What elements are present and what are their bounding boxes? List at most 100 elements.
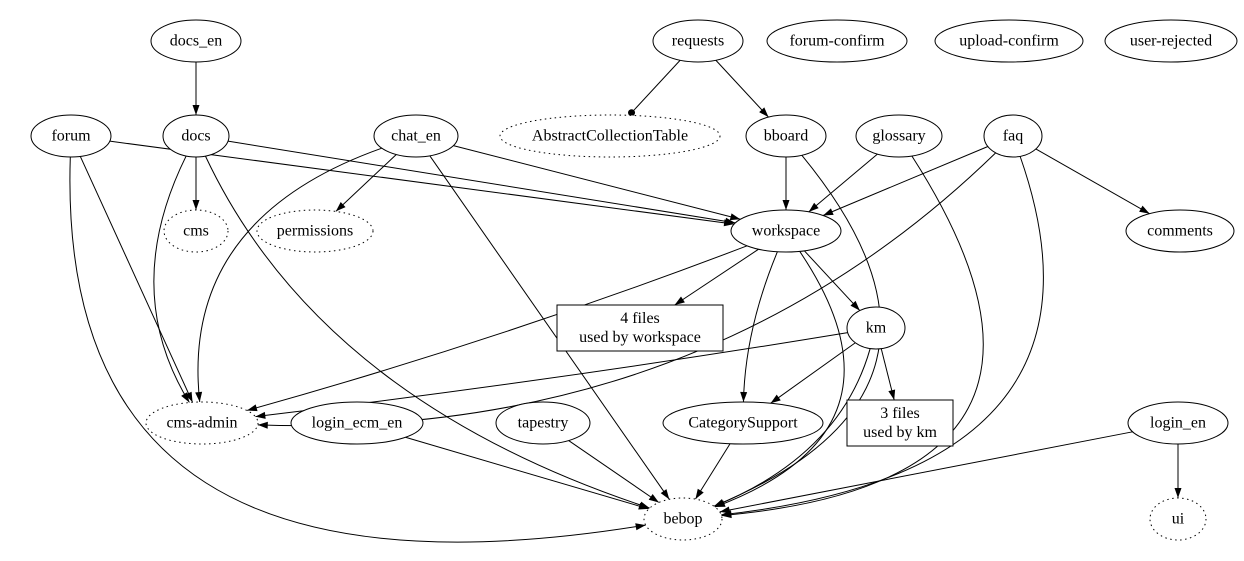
node-ellipse-docs_en: [150, 19, 242, 63]
edge-docs-bebop: [204, 155, 650, 509]
node-ellipse-docs: [162, 114, 230, 158]
node-faq: faq: [983, 114, 1043, 158]
node-label-forum: forum: [51, 128, 91, 145]
node-comments: comments: [1125, 209, 1235, 253]
node-ellipse-workspace: [730, 209, 842, 253]
node-requests: requests: [652, 19, 744, 63]
node-label-AbstractCollectionTable: AbstractCollectionTable: [532, 128, 688, 145]
node-ellipse-glossary: [855, 114, 943, 158]
edge-faq-workspace: [822, 146, 989, 216]
edge-bboard-bebop: [713, 154, 881, 507]
edge-login_ecm_en-bebop: [405, 436, 649, 510]
arrowhead: [719, 506, 731, 514]
edge-workspace-cms_admin: [246, 245, 748, 411]
arrowhead: [638, 502, 649, 510]
node-ellipse-forum_confirm: [766, 19, 908, 63]
edge-requests-bboard: [715, 59, 769, 118]
edge-km-CategorySupport: [770, 342, 856, 404]
arrowhead: [695, 488, 704, 500]
node-label-files_workspace-line0: 4 files: [620, 310, 660, 327]
node-label-permissions: permissions: [277, 223, 353, 240]
node-cms_admin: cms-admin: [145, 401, 259, 445]
node-label-tapestry: tapestry: [518, 415, 569, 432]
node-ellipse-comments: [1125, 209, 1235, 253]
node-ellipse-ui: [1149, 497, 1207, 541]
node-upload_confirm: upload-confirm: [934, 19, 1084, 63]
arrowhead: [770, 394, 781, 404]
node-ellipse-faq: [983, 114, 1043, 158]
node-forum: forum: [30, 114, 112, 158]
arrowhead: [823, 208, 834, 216]
arrowhead: [335, 202, 346, 212]
arrowhead: [713, 499, 725, 507]
arrowhead: [759, 107, 769, 118]
node-label-files_workspace-line1: used by workspace: [579, 329, 701, 346]
edge-glossary-bebop: [721, 155, 984, 517]
node-ellipse-permissions: [256, 209, 374, 253]
node-ellipse-cms_admin: [145, 401, 259, 445]
edges-layer: [69, 59, 1182, 543]
node-ui: ui: [1149, 497, 1207, 541]
arrowhead: [635, 523, 646, 531]
arrowhead: [255, 411, 266, 419]
node-label-upload_confirm: upload-confirm: [959, 33, 1059, 50]
node-workspace: workspace: [730, 209, 842, 253]
node-docs_en: docs_en: [150, 19, 242, 63]
node-ellipse-chat_en: [373, 114, 459, 158]
node-ellipse-bebop: [643, 497, 723, 541]
node-label-cms_admin: cms-admin: [166, 415, 237, 432]
node-label-files_km-line1: used by km: [863, 424, 937, 441]
edge-workspace-CategorySupport: [742, 251, 778, 403]
node-AbstractCollectionTable: AbstractCollectionTable: [499, 114, 721, 158]
edge-forum-workspace: [109, 140, 735, 225]
edge-glossary-workspace: [808, 153, 878, 213]
edge-docs-workspace: [227, 140, 736, 224]
node-box-files_workspace: [556, 304, 724, 352]
arrowhead: [181, 392, 190, 403]
node-label-login_en: login_en: [1150, 415, 1206, 432]
node-ellipse-AbstractCollectionTable: [499, 114, 721, 158]
node-label-km: km: [866, 320, 887, 337]
node-login_en: login_en: [1127, 401, 1229, 445]
edge-forum-bebop: [69, 156, 646, 543]
arrowhead: [729, 213, 741, 221]
edge-CategorySupport-bebop: [695, 443, 731, 500]
edge-docs-cms_admin: [153, 155, 190, 403]
arrowhead: [1139, 205, 1150, 214]
node-ellipse-user_rejected: [1104, 19, 1238, 63]
node-label-docs_en: docs_en: [170, 33, 222, 50]
arrowhead: [724, 217, 736, 225]
edge-faq-cms_admin: [257, 152, 997, 427]
node-label-cms: cms: [183, 223, 209, 240]
arrowhead: [674, 296, 685, 305]
node-label-login_ecm_en: login_ecm_en: [312, 415, 403, 432]
edge-faq-bebop: [721, 156, 1044, 516]
node-km: km: [846, 306, 906, 350]
node-label-bboard: bboard: [764, 128, 808, 145]
edge-chat_en-workspace: [453, 145, 741, 220]
node-glossary: glossary: [855, 114, 943, 158]
arrowhead: [192, 105, 200, 115]
node-bboard: bboard: [745, 114, 827, 158]
arrowhead: [808, 202, 819, 212]
node-label-ui: ui: [1172, 511, 1185, 528]
node-ellipse-bboard: [745, 114, 827, 158]
node-user_rejected: user-rejected: [1104, 19, 1238, 63]
arrowhead: [740, 391, 748, 403]
node-CategorySupport: CategorySupport: [662, 401, 824, 445]
node-tapestry: tapestry: [495, 401, 591, 445]
arrowhead: [1174, 488, 1182, 498]
edge-chat_en-cms_admin: [197, 147, 382, 403]
node-ellipse-upload_confirm: [934, 19, 1084, 63]
node-login_ecm_en: login_ecm_en: [290, 401, 424, 445]
node-bebop: bebop: [643, 497, 723, 541]
node-ellipse-cms: [163, 209, 229, 253]
arrowhead: [257, 421, 268, 429]
node-permissions: permissions: [256, 209, 374, 253]
arrowhead: [195, 391, 203, 403]
edge-workspace-km: [803, 250, 861, 311]
